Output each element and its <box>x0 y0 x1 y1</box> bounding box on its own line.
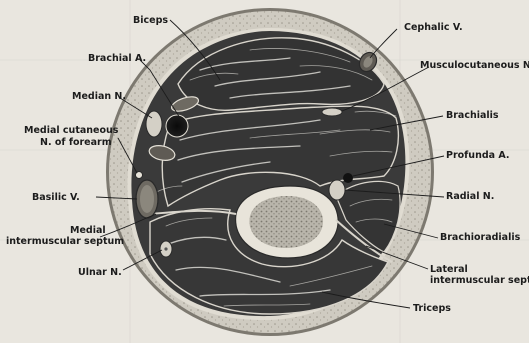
label-medial-cutaneous-line2: N. of forearm <box>40 137 112 148</box>
label-lateral-septum-line1: Lateral <box>430 264 468 275</box>
label-lateral-septum-line2: intermuscular septum <box>430 275 529 286</box>
label-medial-septum-line1: Medial <box>70 225 106 236</box>
profunda-artery <box>343 173 353 183</box>
label-triceps: Triceps <box>413 303 451 314</box>
label-profunda-artery: Profunda A. <box>446 150 510 161</box>
musculocutaneous-nerve <box>322 108 342 116</box>
label-ulnar-nerve: Ulnar N. <box>78 267 122 278</box>
label-biceps: Biceps <box>133 15 168 26</box>
ulnar-nerve-dot <box>164 247 167 250</box>
brachial-artery <box>166 115 188 137</box>
label-basilic-vein: Basilic V. <box>32 192 80 203</box>
median-nerve <box>146 111 162 137</box>
label-brachioradialis: Brachioradialis <box>440 232 521 243</box>
radial-nerve <box>329 180 345 200</box>
label-brachialis: Brachialis <box>446 110 499 121</box>
humerus-marrow <box>249 196 323 248</box>
label-median-nerve: Median N. <box>72 91 126 102</box>
basilic-vein-lumen <box>140 185 154 213</box>
label-brachial-artery: Brachial A. <box>88 53 146 64</box>
label-medial-septum-line2: intermuscular septum <box>6 236 124 247</box>
label-musculocutaneous-nerve: Musculocutaneous N. <box>420 60 529 71</box>
label-cephalic-vein: Cephalic V. <box>404 22 463 33</box>
label-radial-nerve: Radial N. <box>446 191 494 202</box>
label-medial-cutaneous-line1: Medial cutaneous <box>24 125 119 136</box>
